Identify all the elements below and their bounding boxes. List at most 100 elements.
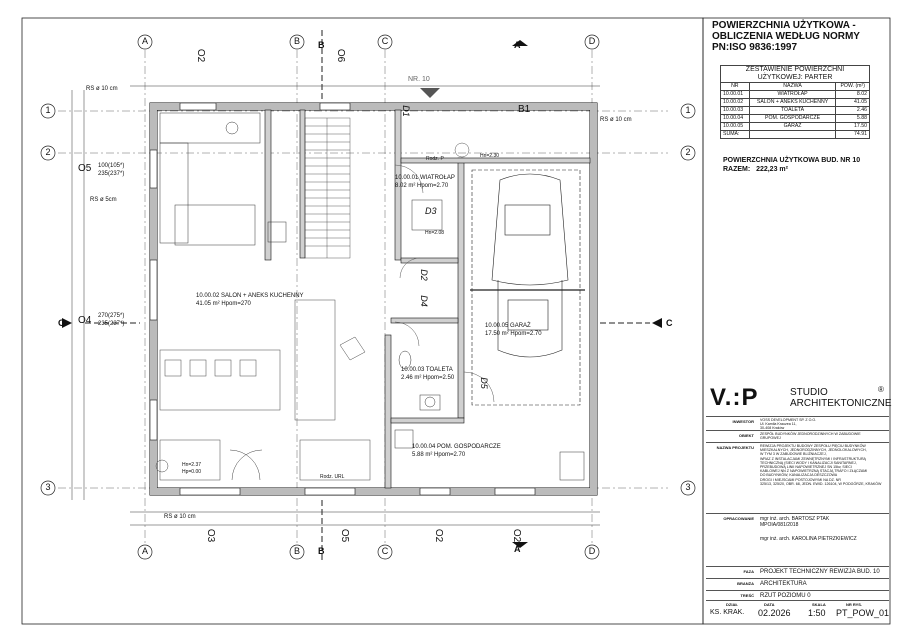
total-row: RAZEM: 222,23 m²	[723, 166, 788, 173]
object-value: ZESPÓŁ BUDYNKÓW JEDNORODZINNYCH W ZABUDO…	[760, 432, 861, 441]
room-label-gosp: 10.00.04 POM. GOSPODARCZE 5.88 m² Hpom=2…	[412, 443, 501, 459]
room-label-salon: 10.00.02 SALON + ANEKS KUCHENNY 41.05 m²…	[196, 292, 304, 308]
phase-row: FAZA PROJEKT TECHNICZNY REWIZJA BUD. 10	[706, 566, 889, 578]
branch-value: ARCHITEKTURA	[760, 581, 807, 587]
row-label: BRANŻA	[737, 581, 754, 586]
total-area: POWIERZCHNIA UŻYTKOWA BUD. NR 10 RAZEM: …	[723, 156, 860, 174]
dimension-chains	[71, 85, 600, 526]
door-swings	[394, 164, 495, 403]
studio-name-line2: ARCHITEKTONICZNE	[790, 398, 892, 409]
footer-label: DATA	[764, 602, 775, 607]
project-row: NAZWA PROJEKTU REWIZJA PROJEKTU BUDOWY Z…	[706, 442, 889, 513]
row-label: NAZWA PROJEKTU	[716, 445, 754, 450]
legend-frame	[702, 17, 891, 625]
studio-logo: V.:P STUDIO ARCHITEKTONICZNE ®	[706, 384, 892, 414]
sheet-content-value: RZUT POZIOMU 0	[760, 593, 811, 599]
table-header-row: NR NAZWA POW. (m²)	[720, 82, 870, 91]
footer-value-division: KS. KRAK.	[710, 609, 745, 616]
footer-row: DZIAŁ DATA SKALA NR RYS. KS. KRAK. 02.20…	[706, 600, 889, 623]
footer-value-scale: 1:50	[808, 608, 826, 618]
axis-label-top-c: C	[381, 36, 389, 46]
axis-label-top-b: B	[293, 36, 300, 46]
section-label-a-top: A	[514, 40, 521, 50]
door-swing-b1	[454, 142, 470, 158]
title-line: OBLICZENIA WEDŁUG NORMY	[712, 31, 860, 42]
garage-car	[471, 169, 581, 406]
window-tag-o5-left: O5	[78, 163, 92, 174]
window-tag-o2-bottom-right: O2	[511, 528, 523, 543]
room-title: 10.00.04 POM. GOSPODARCZE	[412, 444, 501, 450]
registered-icon: ®	[878, 385, 884, 394]
table-header: NAZWA	[748, 82, 837, 91]
door-tag-d5: D5	[478, 377, 489, 389]
investor-row: INWESTOR VOSS DEVELOPMENT SP. Z O.O.Ul. …	[706, 416, 889, 430]
table-sum-row: SUMA:74.91	[720, 130, 870, 139]
room-title: 10.00.05 GARAŻ	[485, 323, 531, 329]
table-header: POW. (m²)	[835, 82, 870, 91]
axis-label-left-3: 3	[45, 482, 51, 492]
door-tag-d1: D1	[400, 105, 411, 117]
footer-value-date: 02.2026	[758, 608, 791, 618]
row-label: OPRACOWANIE	[723, 516, 754, 521]
stairs	[304, 117, 351, 259]
door-tag-d4: D4	[418, 295, 429, 307]
dimension-label: 235(237*)	[98, 171, 125, 177]
height-note: Hn=2.30	[480, 153, 500, 159]
area-calc-title: POWIERZCHNIA UŻYTKOWA - OBLICZENIA WEDŁU…	[712, 20, 892, 53]
room-title: 10.00.01 WIATROŁAP	[395, 175, 455, 181]
phase-value: PROJEKT TECHNICZNY REWIZJA BUD. 10	[760, 569, 880, 575]
axis-label-bottom-c: C	[381, 546, 389, 556]
door-tag-d3: D3	[425, 206, 437, 216]
dimension-label: 100(105*)	[98, 163, 125, 169]
windows	[149, 102, 536, 496]
sheet-content-row: TREŚĆ RZUT POZIOMU 0	[706, 590, 889, 601]
table-header: NR	[720, 82, 750, 91]
row-label: TREŚĆ	[740, 593, 754, 598]
axis-label-left-2: 2	[45, 147, 51, 157]
dimension-label: 235(237*)	[98, 321, 125, 327]
investor-value: VOSS DEVELOPMENT SP. Z O.O.Ul. Kamila Kr…	[760, 418, 817, 431]
room-title: 10.00.02 SALON + ANEKS KUCHENNY	[196, 293, 304, 299]
rs-label: RS ø 10 cm	[600, 117, 632, 123]
axis-label-bottom-a: A	[141, 546, 148, 556]
axis-label-bottom-d: D	[588, 546, 596, 556]
window-tag-o2: O2	[195, 48, 207, 63]
door-tag-b1: B1	[518, 104, 531, 115]
entrance-arrow	[420, 88, 440, 98]
axis-label-top-a: A	[141, 36, 148, 46]
object-row: OBIEKT ZESPÓŁ BUDYNKÓW JEDNORODZINNYCH W…	[706, 430, 889, 442]
room-label-wiatrolap: 10.00.01 WIATROŁAP 8.02 m² Hpom=2.70	[395, 174, 455, 190]
room-label-toaleta: 10.00.03 TOALETA 2.46 m² Hpom=2.50	[401, 366, 454, 382]
living-furniture	[155, 299, 371, 481]
dimension-label: 270(275*)	[98, 313, 125, 319]
room-area: 17.50 m² Hpom=2.70	[485, 331, 542, 337]
axis-label-right-3: 3	[685, 482, 691, 492]
rs-label: RS ø 10 cm	[86, 86, 118, 92]
section-label-b-bottom: B	[318, 546, 325, 556]
axis-bubbles	[40, 34, 696, 560]
room-area: 41.05 m² Hpom=270	[196, 301, 251, 307]
section-arrows	[62, 40, 662, 548]
title-line: PN:ISO 9836:1997	[712, 42, 798, 53]
section-label-a-bottom: A	[514, 544, 521, 554]
row-label: INWESTOR	[732, 419, 754, 424]
door-tag-d2: D2	[418, 269, 429, 281]
window-tag-o4: O4	[78, 315, 92, 326]
footer-label: NR RYS.	[846, 602, 863, 607]
room-label-garaz: 10.00.05 GARAŻ 17.50 m² Hpom=2.70	[485, 322, 542, 338]
section-label-b-top: B	[318, 40, 325, 50]
project-value: REWIZJA PROJEKTU BUDOWY ZESPOŁU PIĘCIU B…	[760, 444, 882, 486]
window-tag-o5-bottom: O5	[339, 528, 351, 543]
kitchen-furniture	[159, 112, 287, 246]
section-label-c-right: C	[666, 318, 673, 328]
room-area: 8.02 m² Hpom=2.70	[395, 183, 449, 189]
